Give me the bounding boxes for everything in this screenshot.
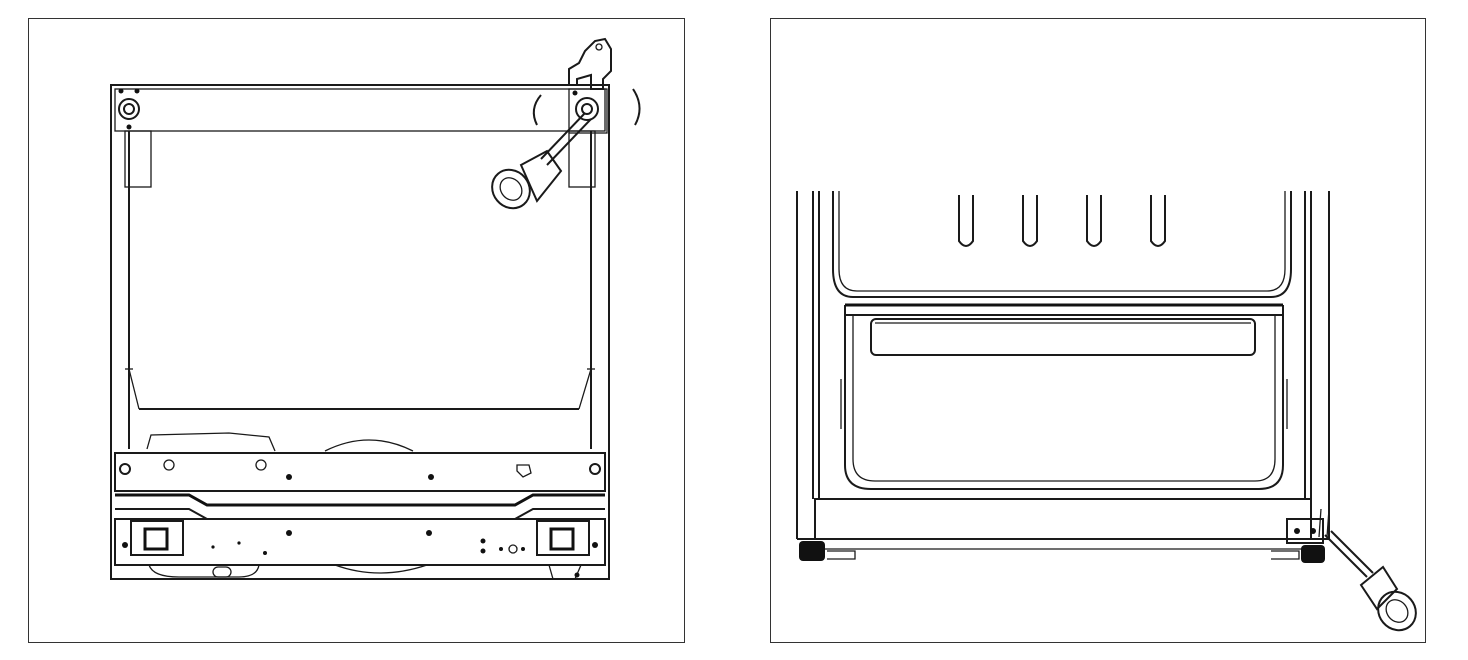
shelf-slots xyxy=(958,195,1166,247)
hinge-bolt-left xyxy=(118,88,140,130)
foot-left xyxy=(799,541,856,561)
plinth xyxy=(797,498,1329,550)
rotation-arrows xyxy=(532,88,641,126)
base-feet xyxy=(148,564,582,580)
cabinet-frame xyxy=(110,84,610,580)
crisper-drawer xyxy=(840,303,1288,490)
side-walls xyxy=(796,191,1330,539)
base-plate-lower xyxy=(114,518,606,566)
right-diagram-svg xyxy=(796,191,1417,632)
left-diagram-svg xyxy=(110,37,641,580)
lower-frame xyxy=(128,368,592,452)
base-plate-upper xyxy=(114,452,606,492)
screwdriver-icon xyxy=(491,112,592,210)
panel-left-hinge-removal xyxy=(28,18,685,643)
top-hinge-bracket xyxy=(568,37,612,134)
foot-right xyxy=(1271,518,1325,563)
panel-right-foot-adjustment xyxy=(770,18,1426,643)
base-rail xyxy=(115,493,605,520)
screwdriver-icon xyxy=(1318,508,1417,632)
